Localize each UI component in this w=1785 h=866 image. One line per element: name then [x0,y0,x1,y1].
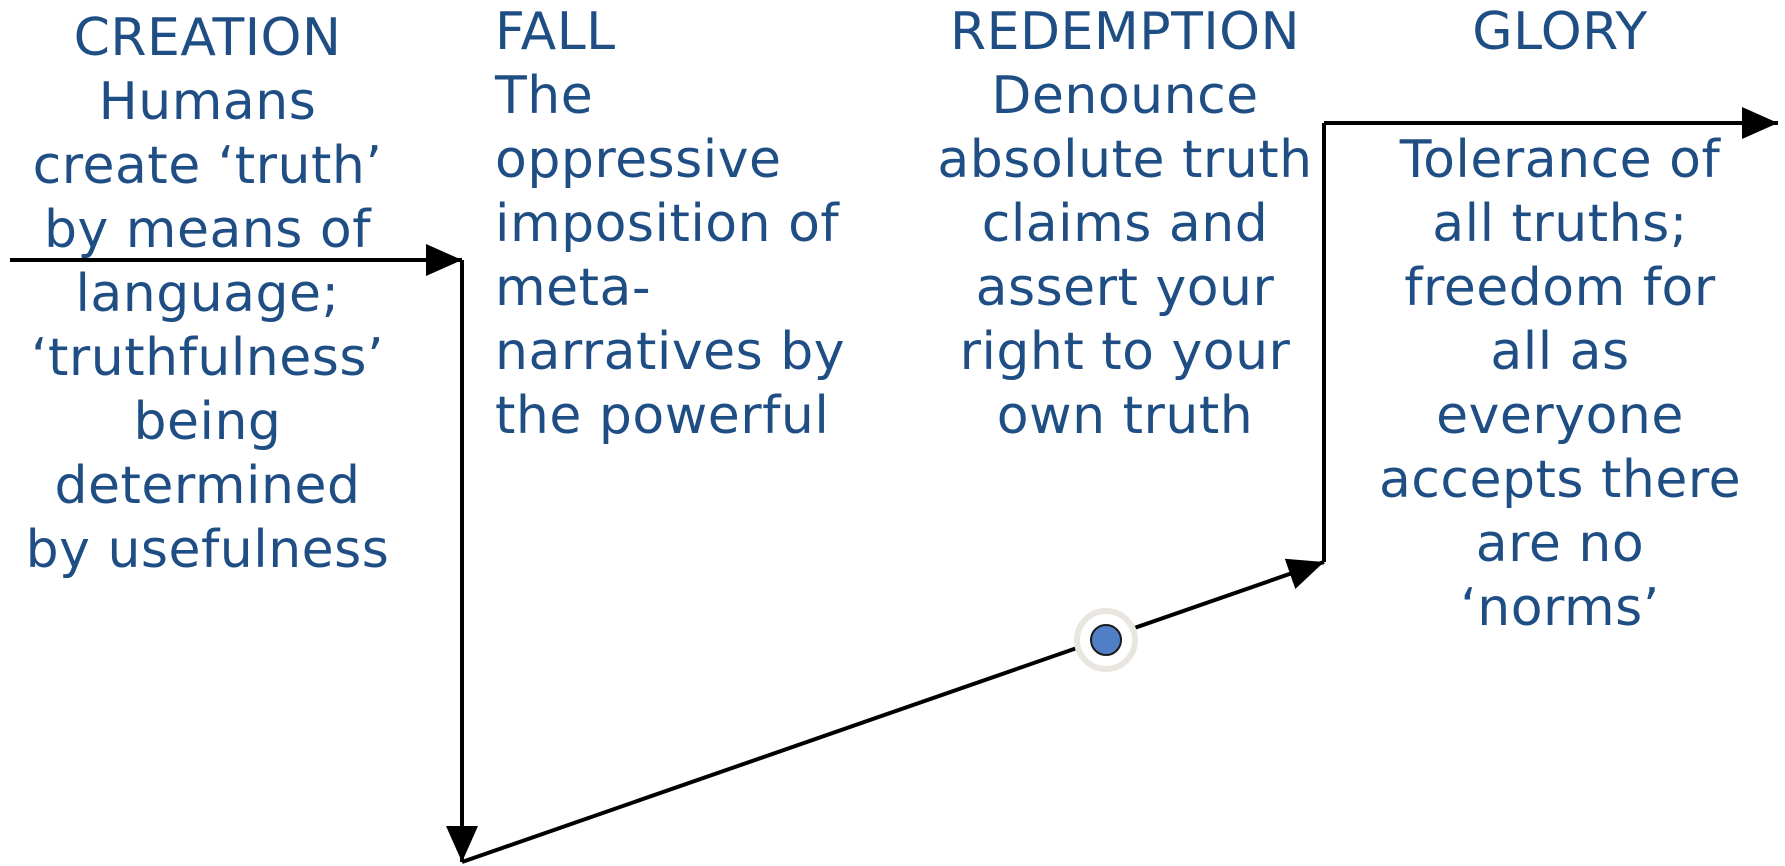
glory-stage-title: GLORY [1472,2,1648,62]
creation-stage-text: CREATION Humans create ‘truth’ by means … [25,8,390,580]
fall-stage-text: FALL The oppressive imposition of meta- … [495,2,846,446]
redemption-arrow [461,558,1325,864]
redemption-stage-text: REDEMPTION Denounce absolute truth claim… [937,2,1313,446]
position-marker [1090,624,1122,656]
glory-stage-text: Tolerance of all truths; freedom for all… [1378,130,1742,638]
